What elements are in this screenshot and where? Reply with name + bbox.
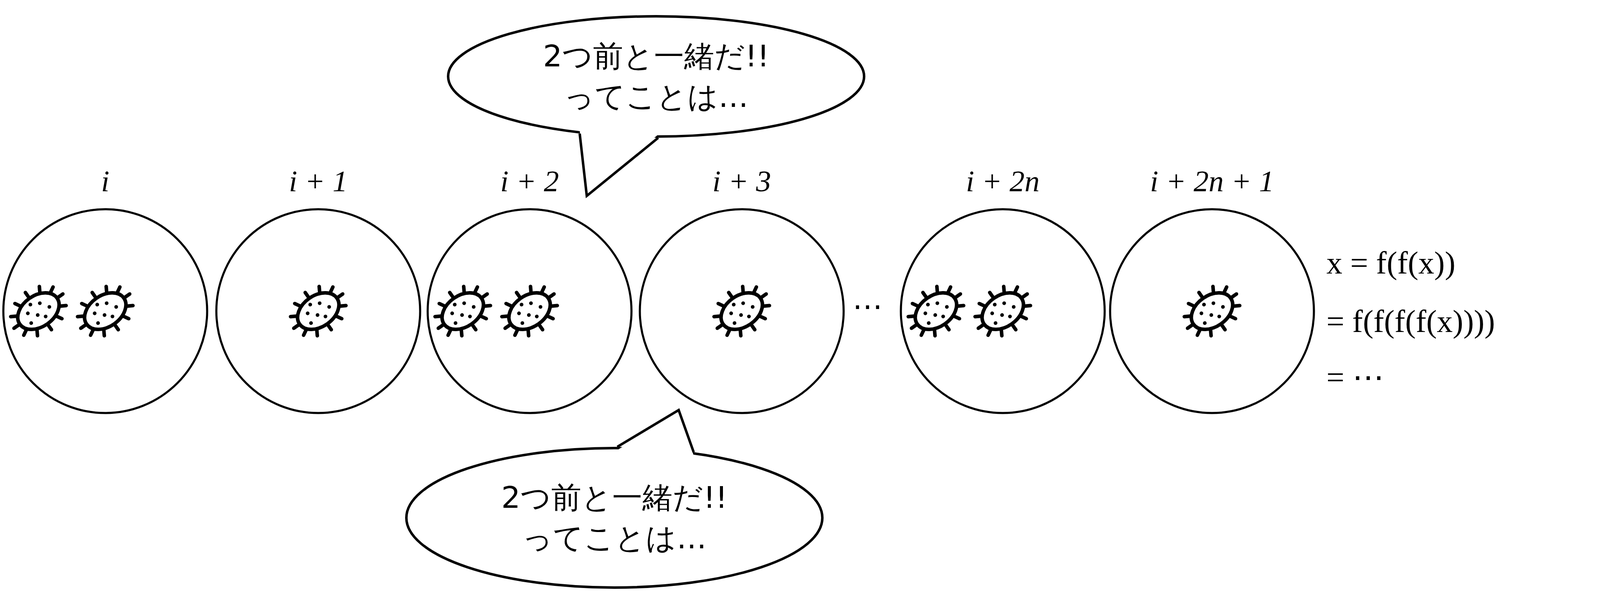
cell-circle: i (2, 207, 209, 415)
index-label: i + 3 (712, 164, 772, 198)
circle-outline (639, 209, 844, 414)
index-label: i + 1 (289, 164, 348, 198)
bacterium (280, 275, 356, 347)
ellipsis: ⋯ (852, 288, 883, 325)
formula-line: = f(f(f(f(x)))) (1326, 302, 1496, 341)
circle-outline (426, 207, 633, 415)
circle-outline (638, 207, 845, 415)
speech-bubble: 2つ前と一緒だ!! ってことは… (446, 15, 866, 138)
cell-circle: i + 1 (215, 207, 422, 415)
circle-outline (900, 209, 1105, 414)
formula-line: = ⋯ (1326, 358, 1385, 397)
bubble-ellipse (406, 448, 823, 588)
bubble-body: 2つ前と一緒だ!! ってことは… (405, 446, 824, 589)
circle-outline (3, 209, 208, 414)
cell-circle: i + 2 (426, 207, 633, 415)
index-label: i (101, 164, 110, 198)
bacterium (965, 275, 1040, 347)
bacterium (491, 275, 567, 347)
bubble-tail-fill (617, 410, 694, 456)
circle-outline (2, 207, 209, 415)
bacterium (0, 275, 76, 347)
bubble-outline (446, 15, 866, 138)
index-label: i + 2n + 1 (1149, 164, 1274, 198)
circle-outline (427, 209, 632, 414)
cell-circle: i + 3 (638, 207, 845, 415)
bubble-ellipse (448, 16, 865, 137)
circle-outline (899, 207, 1106, 415)
formula-line: x = f(f(x)) (1326, 243, 1456, 282)
index-label: i + 2n (966, 164, 1040, 198)
circle-outline (215, 207, 422, 415)
bacterium (704, 275, 779, 347)
bacterium (425, 275, 500, 347)
bubble-tail (617, 410, 694, 453)
circle-outline (1110, 209, 1314, 414)
bacterium (1174, 275, 1250, 347)
index-label: i + 2 (500, 164, 560, 198)
bubble-text: 2つ前と一緒だ!! ってことは… (522, 35, 790, 117)
speech-bubble: 2つ前と一緒だ!! ってことは… (405, 446, 824, 589)
bacterium (67, 275, 143, 347)
bacterium (898, 275, 974, 347)
bubble-tail (579, 133, 659, 196)
circle-outline (1108, 207, 1316, 415)
cell-circle: i + 2n (899, 207, 1106, 415)
bubble-text: 2つ前と一緒だ!! ってことは… (480, 477, 749, 559)
bubble-body: 2つ前と一緒だ!! ってことは… (446, 15, 866, 138)
cell-circle: i + 2n + 1 (1108, 207, 1316, 415)
bubble-tail-fill (579, 130, 659, 196)
bubble-outline (405, 446, 824, 589)
circle-outline (216, 209, 421, 414)
